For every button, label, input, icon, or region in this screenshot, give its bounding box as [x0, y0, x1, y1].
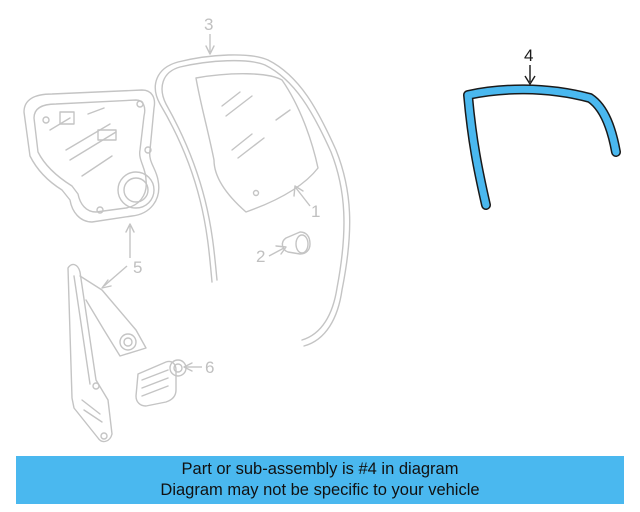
- part-1-door-glass: [195, 73, 319, 213]
- callout-4-label: 4: [524, 46, 533, 65]
- callout-3: 3: [204, 15, 215, 55]
- callout-4: 4: [524, 46, 536, 86]
- part-5-regulator-rail: [67, 263, 147, 443]
- caption-banner: Part or sub-assembly is #4 in diagram Di…: [16, 456, 624, 504]
- caption-line-1: Part or sub-assembly is #4 in diagram: [181, 460, 459, 478]
- callout-2-label: 2: [256, 247, 265, 266]
- part-2-fastener: [281, 231, 311, 255]
- callout-3-label: 3: [204, 15, 213, 34]
- part-3-weatherstrip: [154, 54, 351, 347]
- callout-1: 1: [293, 185, 320, 221]
- callout-6-label: 6: [205, 358, 214, 377]
- callout-6: 6: [183, 358, 214, 377]
- caption-line-2: Diagram may not be specific to your vehi…: [160, 481, 480, 499]
- callout-5-label: 5: [133, 258, 142, 277]
- part-6-motor: [135, 359, 187, 407]
- part-5-door-module: [23, 89, 160, 223]
- callout-1-label: 1: [311, 202, 320, 221]
- callout-5: 5: [101, 223, 142, 289]
- parts-diagram: 3 4 1 2 5 6: [23, 15, 621, 443]
- part-4-glass-run-channel: [463, 84, 621, 210]
- callout-2: 2: [256, 245, 287, 266]
